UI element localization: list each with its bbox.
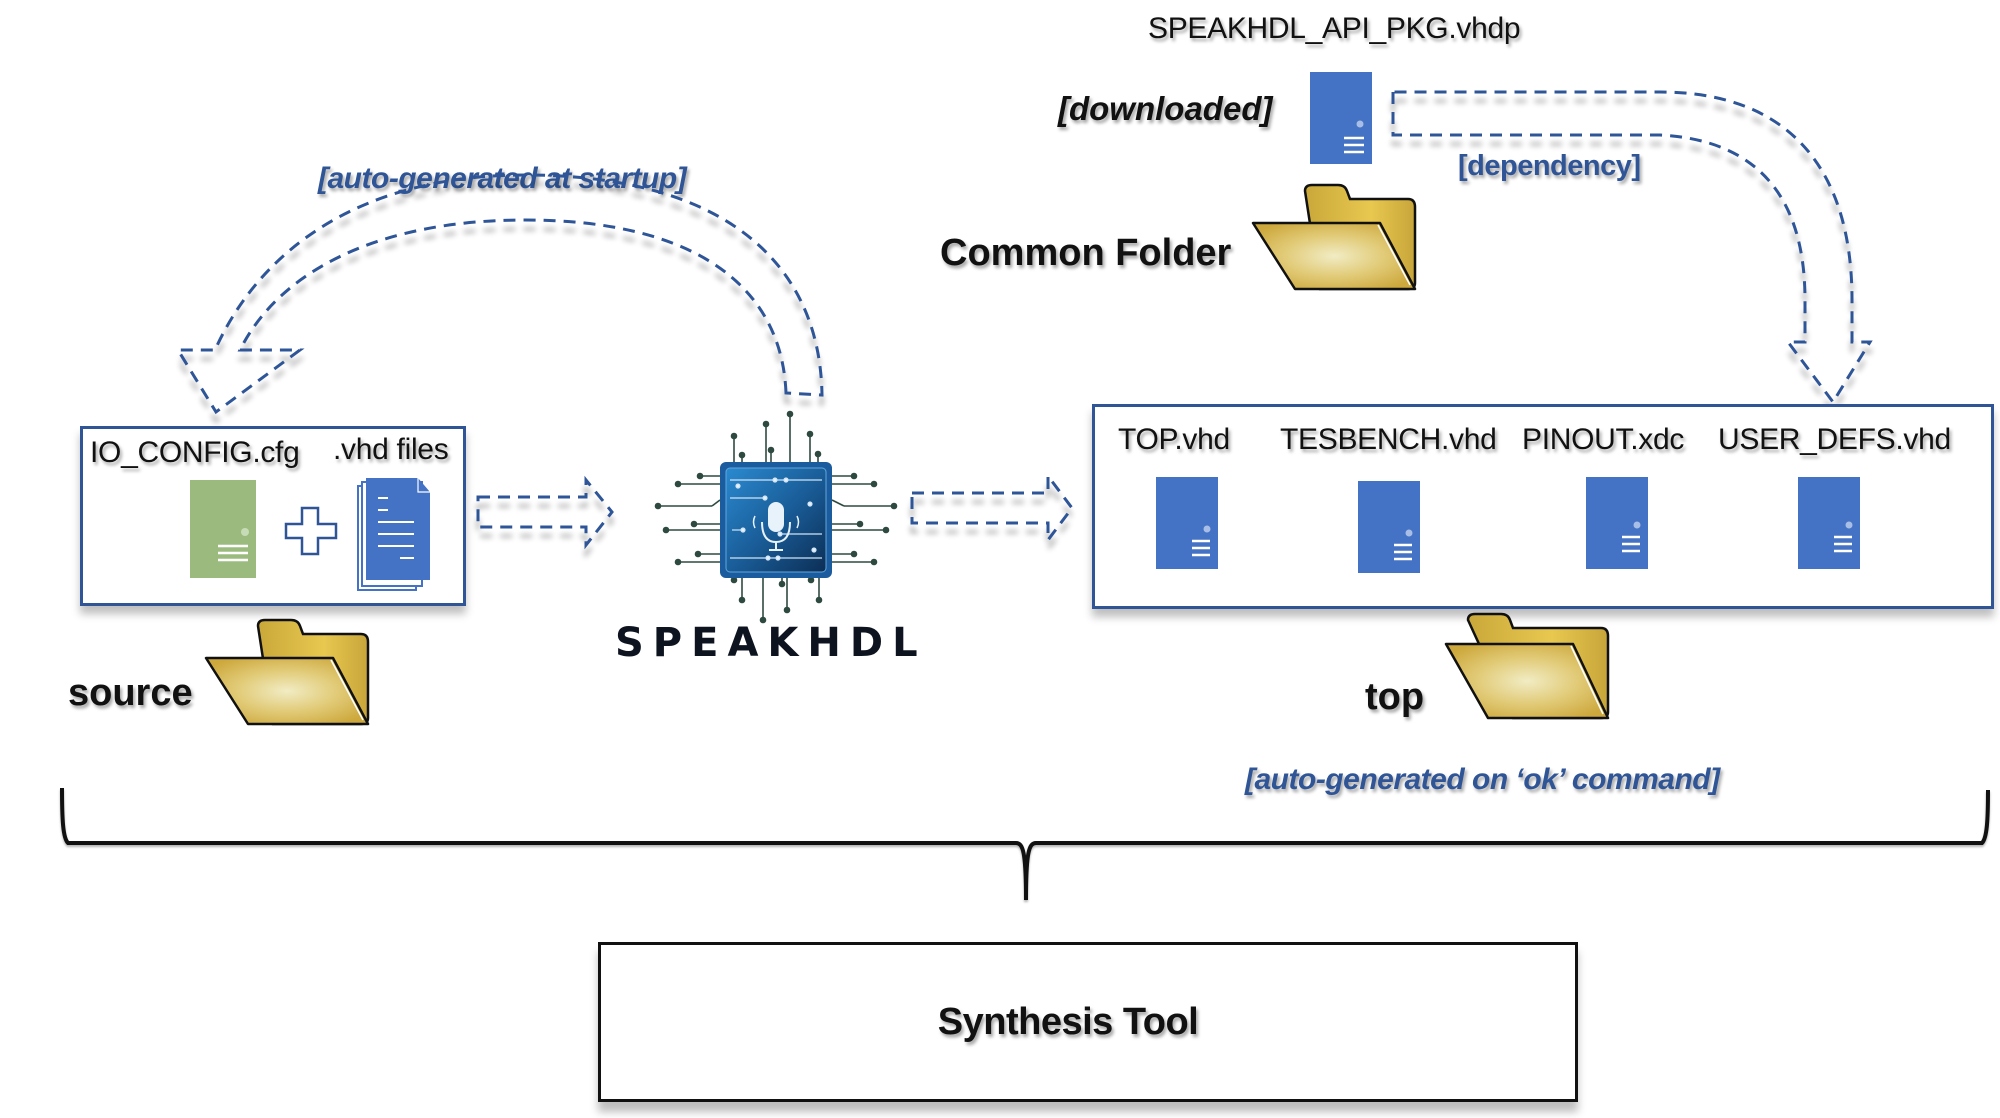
vhd-files-label: .vhd files <box>333 433 449 466</box>
source-folder-icon[interactable] <box>203 618 373 730</box>
top-file-label: TOP.vhd <box>1118 423 1230 456</box>
config-document-icon[interactable] <box>188 478 262 584</box>
top-folder-icon[interactable] <box>1443 612 1613 724</box>
top-folder-label: top <box>1365 676 1425 718</box>
common-folder-label: Common Folder <box>940 232 1232 274</box>
testbench-document-icon[interactable] <box>1356 479 1424 577</box>
top-vhd-document-icon[interactable] <box>1154 475 1222 573</box>
synthesis-tool-box[interactable]: Synthesis Tool <box>598 942 1578 1102</box>
downloaded-note: [downloaded] <box>1058 90 1273 127</box>
source-to-speakhdl-arrow <box>476 475 614 550</box>
user-defs-document-icon[interactable] <box>1796 475 1864 573</box>
top-file-label: TESBENCH.vhd <box>1280 423 1497 456</box>
top-file-label: USER_DEFS.vhd <box>1718 423 1951 456</box>
package-document-icon <box>1310 72 1372 164</box>
top-file-label: PINOUT.xdc <box>1522 423 1685 456</box>
speakhdl-to-top-arrow <box>910 471 1074 545</box>
speakhdl-logo-text: SPEAKHDL <box>615 620 927 666</box>
source-folder-label: source <box>68 672 193 714</box>
ok-command-note: [auto-generated on ‘ok’ command] <box>1245 763 1720 796</box>
plus-icon <box>284 506 338 556</box>
speakhdl-chip-logo <box>654 410 898 624</box>
vhd-files-stack-icon[interactable] <box>356 476 432 594</box>
synthesis-tool-label: Synthesis Tool <box>937 1000 1199 1043</box>
pinout-document-icon[interactable] <box>1584 475 1652 573</box>
microphone-icon <box>752 502 800 551</box>
common-folder-icon[interactable] <box>1250 183 1420 295</box>
dependency-note: [dependency] <box>1458 150 1641 182</box>
package-file-name: SPEAKHDL_API_PKG.vhdp <box>1148 12 1521 45</box>
startup-note: [auto-generated at startup] <box>318 162 687 195</box>
config-file-label: IO_CONFIG.cfg <box>90 436 300 469</box>
